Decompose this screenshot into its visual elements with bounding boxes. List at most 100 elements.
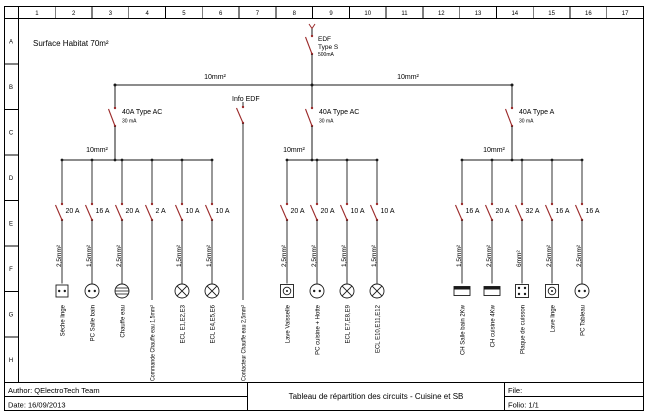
circuit-breaker-symbol-blade <box>574 204 583 221</box>
breaker-rating-label: 20 A <box>496 208 510 215</box>
load-symbol-heater <box>483 286 501 296</box>
wire-size-label: 1,5mm² <box>206 244 213 267</box>
ruler-column-label: 16 <box>585 11 592 17</box>
breaker-rating-label: 16 A <box>556 208 570 215</box>
circuit-name-label: PC cuisine + Hotte <box>316 304 322 355</box>
circuit-name-label: PC Salle bain <box>91 305 97 341</box>
circuit-name-label: Sèche linge <box>61 304 67 336</box>
titleblock-file: File: <box>508 386 522 395</box>
ruler-row-label: H <box>9 358 13 364</box>
circuit-breaker-symbol-blade <box>54 204 63 221</box>
circuit-name-label: Commande Chauffe eau 1,5mm² <box>151 305 157 381</box>
terminal-dot <box>120 202 124 206</box>
load-symbol-lamp <box>339 283 355 299</box>
symbol-dot <box>523 286 527 290</box>
load-symbol-socket <box>309 283 325 299</box>
ruler-row-label: B <box>9 85 13 91</box>
terminal-dot <box>90 202 94 206</box>
terminal-dot <box>490 202 494 206</box>
title-block: Author: QElectroTech Team Date: 16/09/20… <box>4 382 644 411</box>
circuit-name-label: CH cuisine 4Kw <box>491 304 497 347</box>
terminal-dot <box>241 105 245 109</box>
circuit-breaker-symbol <box>279 202 289 222</box>
ruler-column-label: 9 <box>329 11 333 17</box>
terminal-dot <box>510 106 514 110</box>
circuit-breaker-symbol <box>544 202 554 222</box>
terminal-dot <box>285 202 289 206</box>
circuit-name-label: Lave linge <box>551 304 557 332</box>
ruler-column-label: 7 <box>256 11 260 17</box>
breaker-rating-label: 16 A <box>586 208 600 215</box>
junction-dot <box>310 158 314 162</box>
feeder-size-label: 10mm² <box>86 147 108 154</box>
circuit-breaker-symbol <box>484 202 494 222</box>
titleblock-author: Author: QElectroTech Team <box>8 386 100 395</box>
circuit-breaker-symbol-blade <box>309 204 318 221</box>
circuit-name-label: ECL E10,E11,E12 <box>376 304 382 353</box>
terminal-dot <box>150 202 154 206</box>
circuit-breaker-symbol <box>84 202 94 222</box>
load-symbol-socket <box>84 283 100 299</box>
wire-size-label: 1,5mm² <box>341 244 348 267</box>
circuit: 20 A 2,5mm² CH cuisine 4Kw <box>483 158 510 347</box>
circuit-breaker-symbol-blade <box>174 204 183 221</box>
circuit-breaker-symbol <box>114 202 124 222</box>
wire-size-label: 2,5mm² <box>576 244 583 267</box>
junction-dot <box>510 158 514 162</box>
wire-size-label: 2,5mm² <box>311 244 318 267</box>
circuit: 16 A 2,5mm² Lave linge <box>544 158 570 332</box>
ruler-row-label: F <box>9 267 13 273</box>
ruler-column-label: 8 <box>293 11 297 17</box>
breaker-rating-label: 20 A <box>66 208 80 215</box>
lamp-cross <box>341 285 353 297</box>
ruler-column-label: 4 <box>146 11 150 17</box>
lamp-cross <box>176 285 188 297</box>
edf-arrow <box>311 23 316 29</box>
wire-size-label: 1,5mm² <box>86 244 93 267</box>
differential-breaker-symbol <box>504 106 514 128</box>
terminal-dot <box>310 34 314 38</box>
load-symbol-socket <box>574 283 590 299</box>
terminal-dot <box>375 202 379 206</box>
terminal-dot <box>180 202 184 206</box>
terminal-dot <box>60 202 64 206</box>
feeder-size-label: 10mm² <box>283 147 305 154</box>
breaker-rating-label: 20 A <box>291 208 305 215</box>
circuit-breaker-symbol <box>204 202 214 222</box>
wire-size-label: 1,5mm² <box>371 244 378 267</box>
titleblock-title: Tableau de répartition des circuits - Cu… <box>289 392 464 401</box>
terminal-dot <box>113 106 117 110</box>
circuit-breaker-symbol-blade <box>544 204 553 221</box>
frame-border <box>4 6 644 411</box>
info-edf-switch-symbol-blade <box>235 107 244 124</box>
ruler-column-label: 1 <box>35 11 39 17</box>
circuit-breaker-symbol-blade <box>514 204 523 221</box>
circuit-name-label: ECL E4,E5,E6 <box>211 304 217 343</box>
breaker-rating-label: 10 A <box>351 208 365 215</box>
edf-main-breaker-symbol-blade <box>304 36 313 55</box>
terminal-dot <box>550 202 554 206</box>
wire-size-label: 2,5mm² <box>486 244 493 267</box>
ruler-column-label: 5 <box>182 11 186 17</box>
differential-sensitivity-label: 30 mA <box>519 119 534 125</box>
symbol-dot <box>583 289 586 293</box>
ruler-column-label: 3 <box>109 11 113 17</box>
breaker-rating-label: 16 A <box>466 208 480 215</box>
differential-breaker-symbol-blade <box>504 108 513 127</box>
ruler-column-label: 10 <box>364 11 371 17</box>
circuit-breaker-symbol <box>54 202 64 222</box>
circuit-name-label: ECL E1,E2,E3 <box>181 304 187 343</box>
symbol-dot <box>578 289 581 293</box>
wire-size-label: 2,5mm² <box>281 244 288 267</box>
edf-type-label: Type S <box>318 44 339 51</box>
titleblock-folio: Folio: 1/1 <box>508 401 539 410</box>
wire-size-label: 2,5mm² <box>546 244 553 267</box>
load-symbol-appliance <box>545 284 559 298</box>
contactor-name-label: Contacteur Chauffe eau 2,5mm² <box>242 305 248 381</box>
info-edf-label: Info EDF <box>232 96 260 103</box>
